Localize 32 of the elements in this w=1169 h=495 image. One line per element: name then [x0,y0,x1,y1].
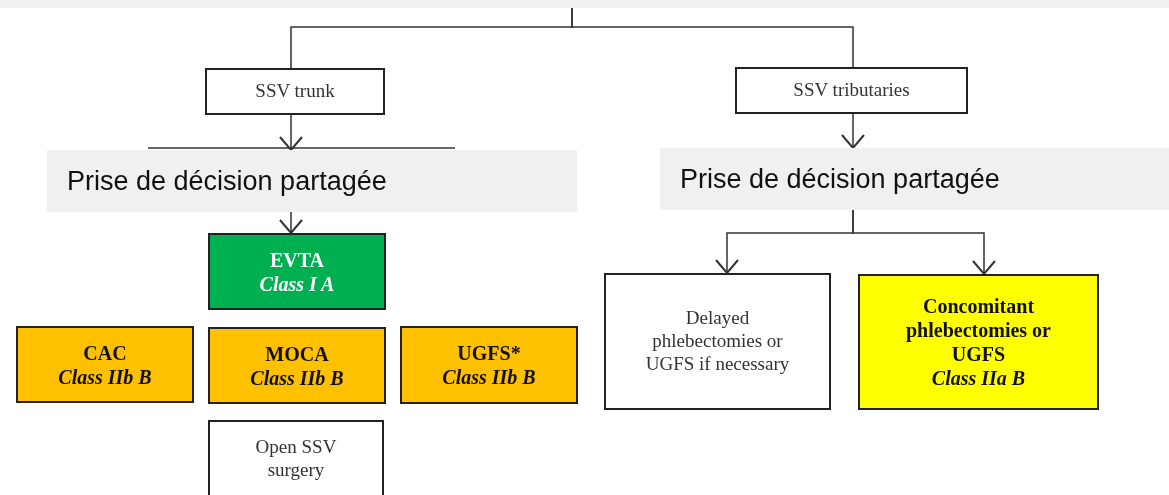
treatment-box [858,274,1099,410]
process-box [735,67,968,114]
box-label: Open SSV surgery [254,436,338,482]
arrow [841,113,865,149]
evidence-class: Class IIb B [250,365,344,390]
box-label: EVTA [269,247,325,272]
box-label: Delayed phlebectomies or UGFS if necessary [644,307,791,376]
band-label: Prise de décision partagée [67,164,387,198]
arrow [279,211,303,234]
connector-line [571,7,854,68]
box-label: Concomitant phlebectomies or UGFS [905,294,1052,366]
process-box [208,420,384,495]
treatment-box [208,327,386,404]
arrow [279,114,303,151]
process-box [205,68,385,115]
decision-band [47,150,577,212]
band-label: Prise de décision partagée [680,162,1000,196]
evidence-class: Class IIa B [931,366,1026,390]
box-label: UGFS* [457,341,521,365]
box-label: SSV tributaries [793,79,910,102]
arrow [852,209,996,275]
box-label: CAC [83,340,127,365]
box-label: SSV trunk [255,80,335,103]
decision-band [660,148,1169,210]
evidence-class: Class IIb B [58,364,152,389]
process-box [604,273,831,410]
box-label: MOCA [265,341,329,366]
evidence-class: Class I A [259,271,335,296]
treatment-box [16,326,194,403]
treatment-box [208,233,386,310]
evidence-class: Class IIb B [442,365,536,389]
treatment-box [400,326,578,404]
